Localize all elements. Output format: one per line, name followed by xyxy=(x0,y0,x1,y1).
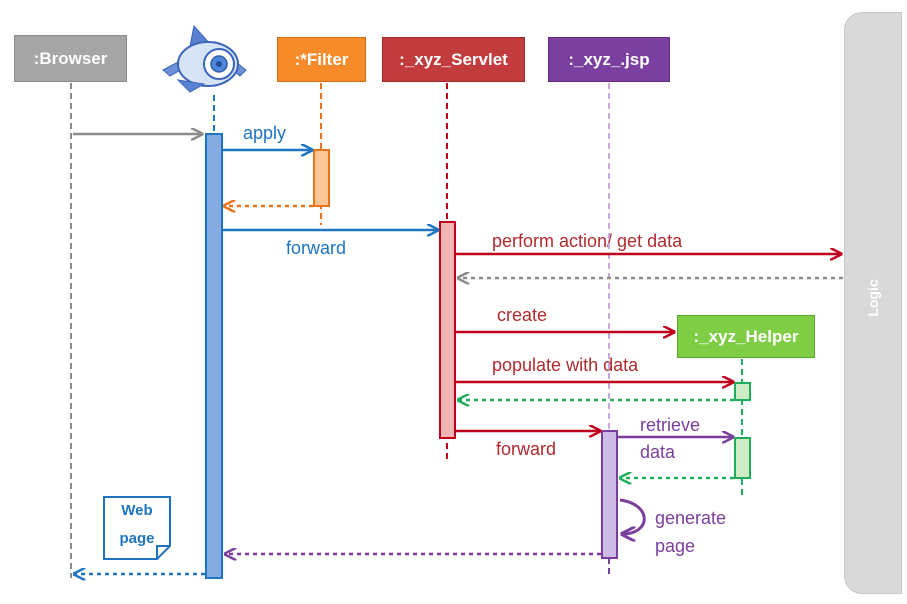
message-generate-line1: generate xyxy=(655,508,727,528)
message-forward-servlet: forward xyxy=(286,238,347,258)
message-forward-jsp: forward xyxy=(496,439,557,459)
generate-page-self-arrow xyxy=(619,498,646,534)
message-retrieve-line2: data xyxy=(640,442,676,462)
appengine-activation xyxy=(205,133,223,579)
message-perform-action: perform action/ get data xyxy=(492,231,683,251)
message-generate-line2: page xyxy=(655,536,696,556)
message-apply: apply xyxy=(243,123,287,143)
servlet-activation xyxy=(439,221,456,439)
helper-activation-2 xyxy=(734,437,751,479)
message-populate: populate with data xyxy=(492,355,639,375)
servlet-participant: :_xyz_Servlet xyxy=(382,37,525,82)
helper-participant: :_xyz_Helper xyxy=(677,315,815,358)
message-retrieve-line1: retrieve xyxy=(640,415,701,435)
filter-activation xyxy=(313,149,330,207)
web-page-line1: Web xyxy=(121,502,152,519)
jsp-participant: :_xyz_.jsp xyxy=(548,37,670,82)
google-app-engine-icon xyxy=(162,24,247,93)
web-page-line2: page xyxy=(119,530,154,547)
web-page-document xyxy=(103,496,171,560)
jsp-activation xyxy=(601,430,618,559)
browser-participant: :Browser xyxy=(14,35,127,82)
helper-activation-1 xyxy=(734,382,751,401)
logic-panel xyxy=(844,12,902,594)
web-page-corner xyxy=(156,545,170,559)
message-create: create xyxy=(497,305,548,325)
filter-participant: :*Filter xyxy=(277,37,366,82)
